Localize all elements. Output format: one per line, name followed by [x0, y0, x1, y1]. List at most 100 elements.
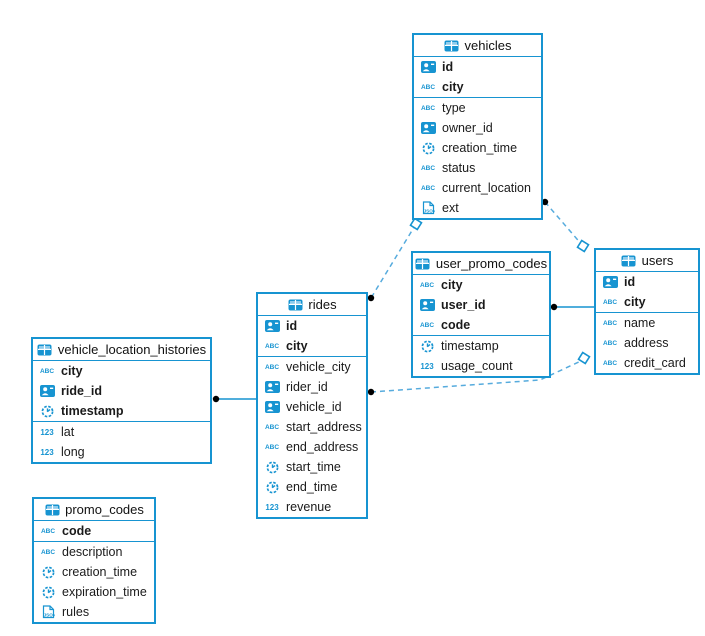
connection-diamond-marker	[576, 239, 590, 253]
text-type-icon: ABC	[420, 164, 436, 172]
json-type-icon: JSON	[419, 201, 437, 215]
field-name: id	[442, 60, 454, 74]
field-row-id: id	[258, 316, 366, 336]
text-type-icon: ABC	[602, 298, 618, 306]
field-name: ride_id	[61, 384, 102, 398]
table-title: users	[641, 253, 674, 268]
field-name: id	[624, 275, 636, 289]
id-badge-icon	[419, 61, 437, 73]
table-header-users[interactable]: users	[596, 250, 698, 272]
field-row-creation_time: creation_time	[34, 562, 154, 582]
id-badge-icon	[601, 276, 619, 288]
field-name: vehicle_id	[286, 400, 342, 414]
field-row-end_time: end_time	[258, 477, 366, 497]
text-type-icon: ABC	[419, 281, 435, 289]
table-header-user_promo_codes[interactable]: user_promo_codes	[413, 253, 549, 275]
field-row-creation_time: creation_time	[414, 138, 541, 158]
field-name: id	[286, 319, 298, 333]
text-type-icon: ABC	[420, 104, 436, 112]
field-name: address	[624, 336, 669, 350]
text-type-icon: ABC	[602, 319, 618, 327]
connector-vehicles-to-rides	[370, 223, 417, 299]
timestamp-type-icon	[418, 340, 436, 353]
timestamp-type-icon	[39, 586, 57, 599]
field-name: start_time	[286, 460, 341, 474]
field-name: name	[624, 316, 656, 330]
connection-dot-marker	[550, 303, 558, 311]
field-name: start_address	[286, 420, 362, 434]
text-type-icon: ABC	[602, 339, 618, 347]
field-row-type: ABC type	[414, 98, 541, 118]
field-row-ext: JSON ext	[414, 198, 541, 218]
field-row-expiration_time: expiration_time	[34, 582, 154, 602]
field-name: type	[442, 101, 466, 115]
connection-diamond-marker	[409, 217, 423, 231]
table-icon	[444, 40, 460, 52]
field-row-name: ABC name	[596, 313, 698, 333]
field-name: timestamp	[441, 339, 499, 353]
field-name: rules	[62, 605, 90, 619]
field-name: expiration_time	[62, 585, 147, 599]
text-type-icon: ABC	[420, 83, 436, 91]
id-badge-icon	[263, 320, 281, 332]
field-name: user_id	[441, 298, 486, 312]
table-header-rides[interactable]: rides	[258, 294, 366, 316]
field-name: revenue	[286, 500, 332, 514]
fields-section: ABC description creation_time expiration_ti…	[34, 541, 154, 622]
connection-diamond-marker	[577, 351, 591, 365]
field-name: city	[441, 278, 463, 292]
number-type-icon: 123	[40, 447, 54, 457]
id-badge-icon	[38, 385, 56, 397]
field-name: creation_time	[442, 141, 518, 155]
table-header-vehicles[interactable]: vehicles	[414, 35, 541, 57]
field-row-start_time: start_time	[258, 457, 366, 477]
table-title: user_promo_codes	[435, 256, 548, 271]
text-type-icon: ABC	[40, 527, 56, 535]
text-type-icon: ABC	[40, 548, 56, 556]
text-type-icon: ABC	[602, 359, 618, 367]
connection-dot-marker	[367, 294, 375, 302]
field-row-credit_card: ABC credit_card	[596, 353, 698, 373]
json-type-icon: JSON	[39, 605, 57, 619]
field-row-owner_id: owner_id	[414, 118, 541, 138]
field-name: description	[62, 545, 123, 559]
connection-dot-marker	[212, 395, 220, 403]
field-name: credit_card	[624, 356, 686, 370]
field-name: ext	[442, 201, 459, 215]
field-row-user_id: user_id	[413, 295, 549, 315]
field-name: owner_id	[442, 121, 493, 135]
text-type-icon: ABC	[264, 342, 280, 350]
text-type-icon: ABC	[264, 363, 280, 371]
id-badge-icon	[263, 401, 281, 413]
table-icon	[621, 255, 637, 267]
table-header-promo_codes[interactable]: promo_codes	[34, 499, 154, 521]
field-name: city	[61, 364, 83, 378]
field-row-rider_id: rider_id	[258, 377, 366, 397]
table-header-vehicle_location_histories[interactable]: vehicle_location_histories	[33, 339, 210, 361]
id-badge-icon	[419, 122, 437, 134]
text-type-icon: ABC	[39, 367, 55, 375]
